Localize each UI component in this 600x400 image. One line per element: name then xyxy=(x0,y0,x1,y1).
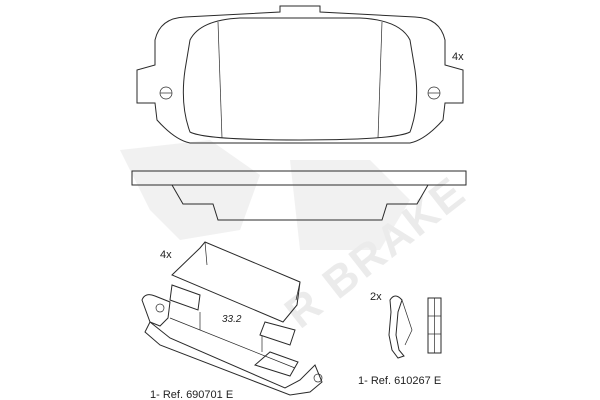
guide-pin-drawing xyxy=(388,295,442,359)
brake-pad-side-view xyxy=(131,170,467,221)
pin-reference-label: 1- Ref. 610267 E xyxy=(358,375,441,387)
pad-quantity-label: 4x xyxy=(452,51,464,63)
pin-quantity-label: 2x xyxy=(370,291,382,303)
watermark-logo: R BRAKE xyxy=(120,140,475,338)
clip-quantity-label: 4x xyxy=(160,249,172,261)
dimension-label: 33.2 xyxy=(222,314,242,325)
clip-reference-label: 1- Ref. 690701 E xyxy=(150,389,233,400)
brake-pad-front-view xyxy=(136,5,464,144)
anti-rattle-clip-drawing xyxy=(141,241,323,396)
